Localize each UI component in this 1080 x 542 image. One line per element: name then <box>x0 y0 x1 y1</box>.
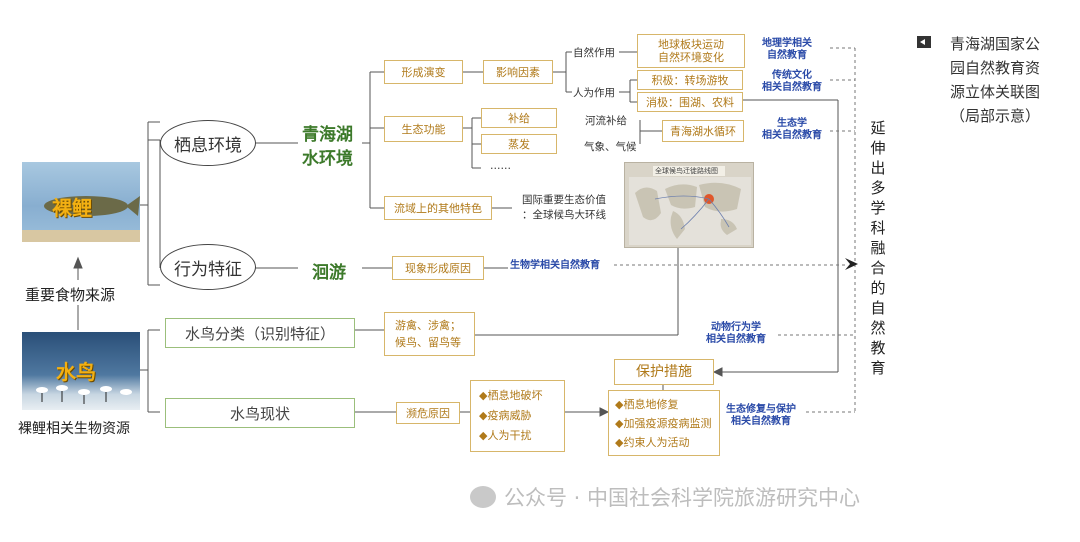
extend-char: 然 <box>870 319 886 337</box>
behavior-node: 行为特征 <box>160 244 256 290</box>
influence-box: 影响因素 <box>483 60 553 84</box>
caption-line: （局部示意） <box>950 107 1041 125</box>
extend-char: 多 <box>870 179 886 197</box>
bird-types-line1: 游禽、涉禽； <box>395 319 461 332</box>
restore-edu-line1: 生态修复与保护 <box>726 404 796 415</box>
extend-char: 伸 <box>870 139 886 157</box>
endangered-cause-box: 濒危原因 <box>396 402 460 424</box>
figure-caption: 青海湖国家公 园自然教育资 源立体关联图 （局部示意） <box>950 32 1040 128</box>
lake-cycle-box: 青海湖水循环 <box>662 120 744 142</box>
measures-box: ◆栖息地修复 ◆加强疫源疫病监测 ◆约束人为活动 <box>608 390 720 456</box>
ellipsis-label: …… <box>490 160 511 172</box>
extend-char: 教 <box>870 339 886 357</box>
threat-2: ◆疫病威胁 <box>479 409 532 422</box>
measure-2: ◆加强疫源疫病监测 <box>615 416 712 430</box>
migration-node: 洄游 <box>312 263 346 283</box>
negative-box: 消极：围湖、农料 <box>637 92 743 112</box>
caption-arrow-icon <box>917 36 931 48</box>
human-action-label: 人为作用 <box>573 87 615 99</box>
caption-line: 园自然教育资 <box>950 59 1041 77</box>
extend-char: 学 <box>870 199 886 217</box>
animal-edu-line1: 动物行为学 <box>711 322 761 333</box>
extend-vertical-text: 延 伸 出 多 学 科 融 合 的 自 然 教 育 <box>868 118 888 378</box>
migration-map: 全球候鸟迁徙路线图 <box>624 162 754 248</box>
geo-edu-line1: 地理学相关 <box>762 38 812 49</box>
intl-value-line1: 国际重要生态价值 <box>522 194 606 206</box>
biology-edu-label: 生物学相关自然教育 <box>510 260 600 271</box>
phenomenon-cause-box: 现象形成原因 <box>392 256 484 280</box>
tectonic-line2: 自然环境变化 <box>658 51 724 64</box>
fish-photo: 裸鲤 <box>22 162 140 242</box>
geo-edu-label: 地理学相关 自然教育 <box>762 38 812 62</box>
extend-char: 育 <box>870 359 886 377</box>
fish-label: 裸鲤 <box>52 196 92 220</box>
watermark: 公众号 · 中国社会科学院旅游研究中心 <box>470 482 860 512</box>
bird-types-line2: 候鸟、留鸟等 <box>395 336 461 349</box>
bird-status-node: 水鸟现状 <box>165 398 355 428</box>
habitat-node: 栖息环境 <box>160 120 256 166</box>
climate-label: 气象、气候 <box>584 141 637 153</box>
extend-char: 合 <box>870 259 886 277</box>
measure-3: ◆约束人为活动 <box>615 435 690 449</box>
formation-box: 形成演变 <box>384 60 463 84</box>
caption-line: 青海湖国家公 <box>950 35 1041 53</box>
bird-photo: 水鸟 <box>22 332 140 410</box>
culture-edu-line1: 传统文化 <box>772 70 812 81</box>
extend-char: 自 <box>870 299 886 317</box>
extend-char: 延 <box>870 119 886 137</box>
water-env-line1: 青海湖 <box>302 125 353 145</box>
water-env-line2: 水环境 <box>302 149 353 169</box>
protection-box: 保护措施 <box>614 359 714 385</box>
ecology-edu-line1: 生态学 <box>777 118 807 129</box>
bird-class-node: 水鸟分类（识别特征） <box>165 318 355 348</box>
tectonic-line1: 地球板块运动 <box>658 38 724 51</box>
food-source-label: 重要食物来源 <box>25 286 116 304</box>
ecology-edu-line2: 相关自然教育 <box>762 130 822 141</box>
resource-title: 裸鲤相关生物资源 <box>18 421 130 437</box>
extend-char: 出 <box>870 159 886 177</box>
extend-char: 融 <box>870 239 886 257</box>
threats-box: ◆栖息地破坏 ◆疫病威胁 ◆人为干扰 <box>470 380 565 452</box>
positive-box: 积极：转场游牧 <box>637 70 743 90</box>
culture-edu-label: 传统文化 相关自然教育 <box>762 70 822 94</box>
eco-function-box: 生态功能 <box>384 116 463 142</box>
basin-features-box: 流域上的其他特色 <box>384 196 492 220</box>
extend-char: 的 <box>870 279 886 297</box>
threat-3: ◆人为干扰 <box>479 429 532 442</box>
watermark-text: 公众号 · 中国社会科学院旅游研究中心 <box>504 486 861 510</box>
restore-edu-line2: 相关自然教育 <box>731 416 791 427</box>
caption-line: 源立体关联图 <box>950 83 1041 101</box>
measure-1: ◆栖息地修复 <box>615 397 679 411</box>
geo-edu-line2: 自然教育 <box>767 50 807 61</box>
river-supply-label: 河流补给 <box>585 115 627 127</box>
bird-label: 水鸟 <box>56 360 96 384</box>
extend-char: 科 <box>870 219 886 237</box>
supply-box: 补给 <box>481 108 557 128</box>
bird-types-box: 游禽、涉禽； 候鸟、留鸟等 <box>384 312 475 356</box>
evaporation-box: 蒸发 <box>481 134 557 154</box>
threat-1: ◆栖息地破坏 <box>479 389 543 402</box>
animal-edu-label: 动物行为学 相关自然教育 <box>706 322 766 346</box>
intl-value-line2: ：全球候鸟大环线 <box>522 209 606 221</box>
restore-edu-label: 生态修复与保护 相关自然教育 <box>726 404 796 428</box>
ecology-edu-label: 生态学 相关自然教育 <box>762 118 822 142</box>
animal-edu-line2: 相关自然教育 <box>706 334 766 345</box>
culture-edu-line2: 相关自然教育 <box>762 82 822 93</box>
wechat-icon <box>470 486 496 508</box>
natural-action-label: 自然作用 <box>573 47 615 59</box>
tectonic-box: 地球板块运动 自然环境变化 <box>637 34 745 68</box>
map-title: 全球候鸟迁徙路线图 <box>655 167 718 175</box>
